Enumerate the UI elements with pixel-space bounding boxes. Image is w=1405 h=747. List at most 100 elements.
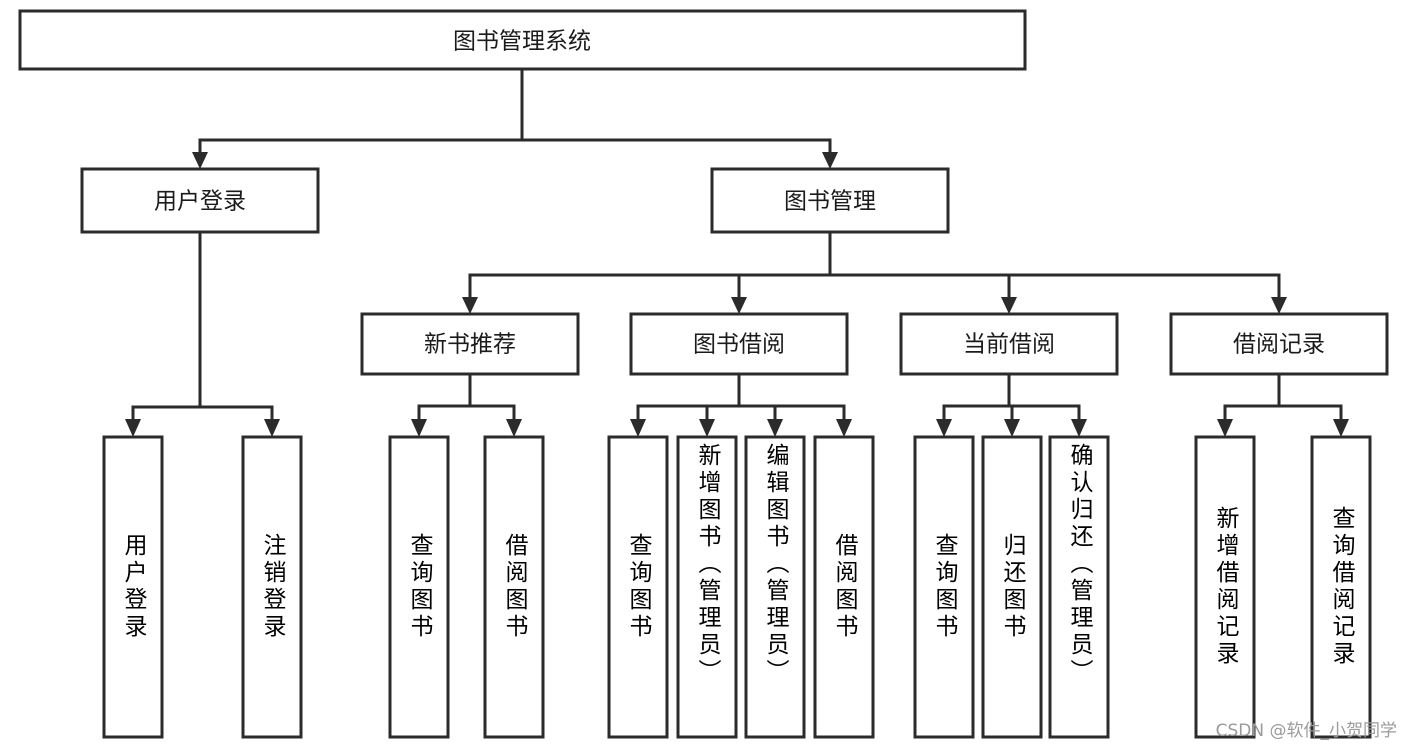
node-leaf-confirm-return-admin-box[interactable] xyxy=(1048,435,1110,739)
arrowhead-leaf-add-borrow-record xyxy=(1217,419,1233,437)
node-root-label: 图书管理系统 xyxy=(453,29,591,55)
connector-current-borrow-bus xyxy=(942,372,1081,408)
connector-book-management-bus xyxy=(468,230,1281,277)
node-root[interactable]: 图书管理系统 xyxy=(18,9,1027,71)
connector-new-book-bus xyxy=(417,372,516,408)
node-current-borrow[interactable]: 当前借阅 xyxy=(899,312,1119,376)
arrowhead-leaf-logout-login xyxy=(264,419,280,437)
node-leaf-query-book-current-label: 查询图书 xyxy=(931,533,957,641)
node-leaf-return-book[interactable]: 归还图书 xyxy=(981,435,1043,739)
node-leaf-borrow-book-textwrap: 借阅图书 xyxy=(831,533,857,641)
node-leaf-logout-login[interactable]: 注销登录 xyxy=(241,435,303,739)
node-leaf-borrow-book-box[interactable] xyxy=(813,435,875,739)
node-leaf-borrow-book-recommend-textwrap: 借阅图书 xyxy=(501,533,527,641)
arrowhead-leaf-query-borrow-record xyxy=(1333,419,1349,437)
node-leaf-add-borrow-record-textwrap: 新增借阅记录 xyxy=(1212,506,1238,668)
connector-borrow-record-bus xyxy=(1223,372,1343,408)
node-leaf-user-login[interactable]: 用户登录 xyxy=(102,435,164,739)
arrowhead-leaf-query-book-borrow xyxy=(630,419,646,437)
node-user-login[interactable]: 用户登录 xyxy=(80,167,320,234)
node-leaf-borrow-book-recommend[interactable]: 借阅图书 xyxy=(483,435,545,739)
arrowhead-current-borrow xyxy=(1001,297,1017,314)
arrowhead-leaf-confirm-return-admin xyxy=(1071,419,1087,437)
node-leaf-query-book-current[interactable]: 查询图书 xyxy=(913,435,975,739)
node-leaf-confirm-return-admin[interactable]: 确认归还（管理员） xyxy=(1048,435,1110,739)
node-leaf-query-borrow-record-textwrap: 查询借阅记录 xyxy=(1328,506,1354,668)
node-leaf-add-borrow-record-box[interactable] xyxy=(1194,435,1256,739)
node-leaf-confirm-return-admin-label: 确认归还（管理员） xyxy=(1066,443,1092,686)
node-leaf-query-borrow-record-label: 查询借阅记录 xyxy=(1328,506,1354,668)
node-leaf-logout-login-box[interactable] xyxy=(241,435,303,739)
node-leaf-query-book-borrow-box[interactable] xyxy=(607,435,669,739)
arrowhead-user-login xyxy=(192,152,208,169)
node-leaf-query-book-borrow-label: 查询图书 xyxy=(625,533,651,641)
node-leaf-return-book-textwrap: 归还图书 xyxy=(999,533,1025,641)
node-borrow-record[interactable]: 借阅记录 xyxy=(1169,312,1389,376)
node-leaf-add-book-admin-box[interactable] xyxy=(676,435,738,739)
node-leaf-query-book-borrow-textwrap: 查询图书 xyxy=(625,533,651,641)
arrowhead-book-management xyxy=(822,152,838,169)
node-leaf-query-book-recommend-textwrap: 查询图书 xyxy=(406,533,432,641)
node-book-borrow[interactable]: 图书借阅 xyxy=(629,312,849,376)
connector-root-bus xyxy=(198,67,832,142)
node-leaf-query-book-current-textwrap: 查询图书 xyxy=(931,533,957,641)
connector-layer xyxy=(125,67,1349,437)
node-leaf-edit-book-admin-label: 编辑图书（管理员） xyxy=(762,443,788,686)
node-leaf-add-book-admin-label: 新增图书（管理员） xyxy=(694,443,720,686)
node-leaf-borrow-book-label: 借阅图书 xyxy=(831,533,857,641)
node-book-management-label: 图书管理 xyxy=(784,189,876,215)
node-leaf-query-book-borrow[interactable]: 查询图书 xyxy=(607,435,669,739)
node-user-login-box[interactable] xyxy=(80,167,320,234)
node-leaf-edit-book-admin-textwrap: 编辑图书（管理员） xyxy=(762,443,788,686)
arrowhead-leaf-query-book-recommend xyxy=(411,419,427,437)
node-current-borrow-label: 当前借阅 xyxy=(963,332,1055,358)
connector-book-borrow-bus xyxy=(636,372,846,408)
node-leaf-query-book-current-box[interactable] xyxy=(913,435,975,739)
node-leaf-add-borrow-record-label: 新增借阅记录 xyxy=(1212,506,1238,668)
node-leaf-add-borrow-record[interactable]: 新增借阅记录 xyxy=(1194,435,1256,739)
arrowhead-leaf-borrow-book xyxy=(836,419,852,437)
node-leaf-query-book-recommend[interactable]: 查询图书 xyxy=(388,435,450,739)
node-leaf-query-borrow-record[interactable]: 查询借阅记录 xyxy=(1310,435,1372,739)
node-leaf-query-borrow-record-box[interactable] xyxy=(1310,435,1372,739)
node-leaf-query-book-recommend-box[interactable] xyxy=(388,435,450,739)
node-user-login-label: 用户登录 xyxy=(154,189,246,215)
arrowhead-new-book-recommend xyxy=(462,297,478,314)
node-leaf-query-book-recommend-label: 查询图书 xyxy=(406,533,432,641)
node-borrow-record-label: 借阅记录 xyxy=(1233,332,1325,358)
node-leaf-edit-book-admin[interactable]: 编辑图书（管理员） xyxy=(744,435,806,739)
arrowhead-leaf-add-book-admin xyxy=(699,419,715,437)
arrowhead-leaf-user-login xyxy=(125,419,141,437)
node-book-borrow-box[interactable] xyxy=(629,312,849,376)
node-book-management-box[interactable] xyxy=(710,167,950,234)
node-book-management[interactable]: 图书管理 xyxy=(710,167,950,234)
node-leaf-add-book-admin[interactable]: 新增图书（管理员） xyxy=(676,435,738,739)
arrowhead-leaf-return-book xyxy=(1004,419,1020,437)
node-leaf-user-login-textwrap: 用户登录 xyxy=(120,533,146,641)
arrowhead-book-borrow xyxy=(731,297,747,314)
connector-user-login-bus xyxy=(131,230,274,409)
node-leaf-user-login-box[interactable] xyxy=(102,435,164,739)
node-leaf-borrow-book-recommend-box[interactable] xyxy=(483,435,545,739)
node-leaf-user-login-label: 用户登录 xyxy=(120,533,146,641)
arrowhead-leaf-edit-book-admin xyxy=(767,419,783,437)
node-new-book-recommend-box[interactable] xyxy=(360,312,580,376)
node-borrow-record-box[interactable] xyxy=(1169,312,1389,376)
arrowhead-leaf-borrow-book-recommend xyxy=(506,419,522,437)
node-leaf-return-book-label: 归还图书 xyxy=(999,533,1025,641)
node-leaf-return-book-box[interactable] xyxy=(981,435,1043,739)
node-current-borrow-box[interactable] xyxy=(899,312,1119,376)
node-leaf-add-book-admin-textwrap: 新增图书（管理员） xyxy=(694,443,720,686)
node-leaf-confirm-return-admin-textwrap: 确认归还（管理员） xyxy=(1066,443,1092,686)
node-leaf-logout-login-textwrap: 注销登录 xyxy=(259,533,285,641)
arrowhead-borrow-record xyxy=(1271,297,1287,314)
node-leaf-edit-book-admin-box[interactable] xyxy=(744,435,806,739)
node-root-box[interactable] xyxy=(18,9,1027,71)
node-leaf-logout-login-label: 注销登录 xyxy=(259,533,285,641)
arrowhead-leaf-query-book-current xyxy=(936,419,952,437)
node-book-borrow-label: 图书借阅 xyxy=(693,332,785,358)
node-new-book-recommend[interactable]: 新书推荐 xyxy=(360,312,580,376)
node-new-book-recommend-label: 新书推荐 xyxy=(424,332,516,358)
node-leaf-borrow-book[interactable]: 借阅图书 xyxy=(813,435,875,739)
